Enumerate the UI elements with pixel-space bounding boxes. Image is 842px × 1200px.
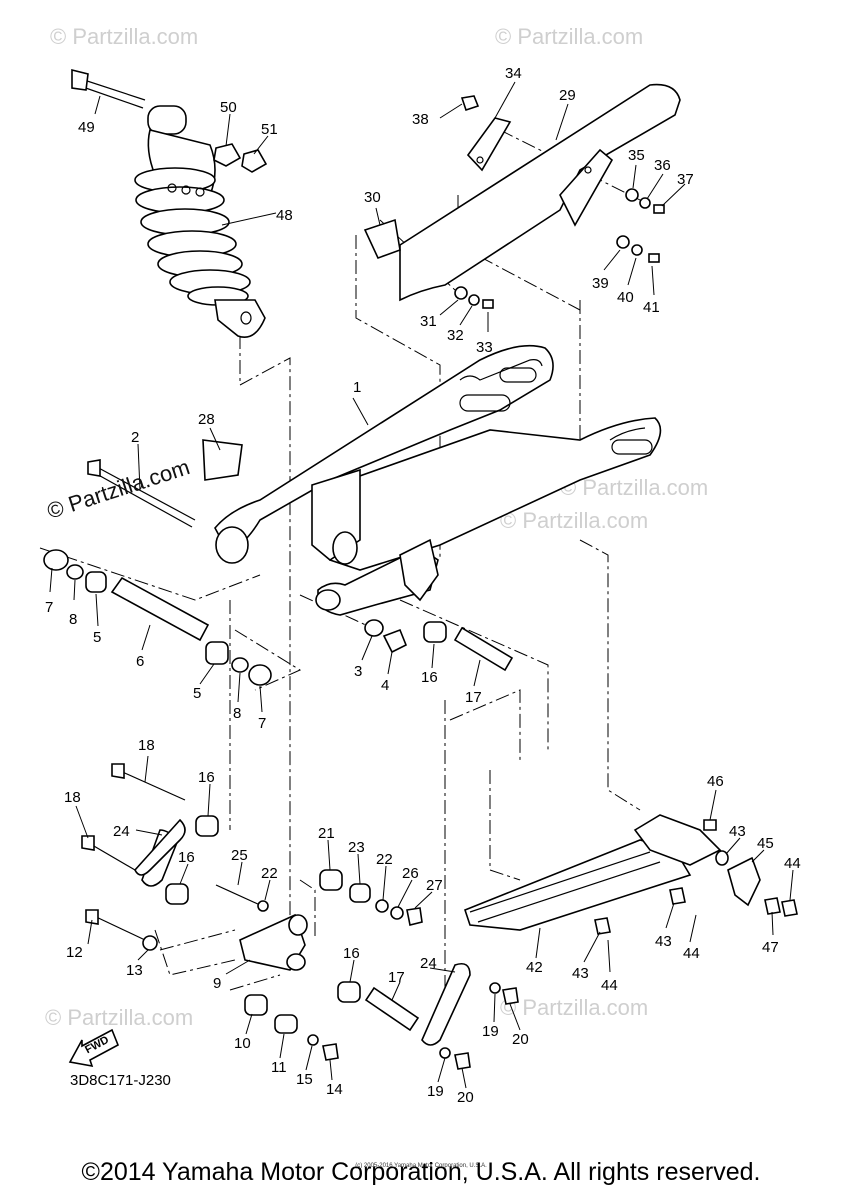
watermark-bottom-left: © Partzilla.com [45, 1005, 193, 1030]
callout-13: 13 [126, 962, 143, 979]
swingarm [214, 344, 662, 616]
callout-12: 12 [66, 944, 83, 961]
diagram-code: 3D8C171-J230 [70, 1072, 171, 1089]
callout-36: 36 [654, 157, 671, 174]
fwd-arrow: FWD [68, 1028, 120, 1068]
callout-18b: 18 [64, 789, 81, 806]
watermark-top-left: © Partzilla.com [50, 24, 198, 49]
callout-16d: 16 [343, 945, 360, 962]
callout-31: 31 [420, 313, 437, 330]
callout-37: 37 [677, 171, 694, 188]
chain-guard-hardware [454, 95, 665, 309]
callout-16b: 16 [198, 769, 215, 786]
callout-3: 3 [354, 663, 362, 680]
callout-2: 2 [131, 429, 139, 446]
callout-17a: 17 [465, 689, 482, 706]
callout-5a: 5 [93, 629, 101, 646]
callout-14: 14 [326, 1081, 343, 1098]
callout-44b: 44 [683, 945, 700, 962]
callout-25: 25 [231, 847, 248, 864]
assembly-lines [39, 129, 651, 1010]
callout-47: 47 [762, 939, 779, 956]
callout-45: 45 [757, 835, 774, 852]
callout-27: 27 [426, 877, 443, 894]
shock-bolt [77, 77, 146, 101]
callout-10: 10 [234, 1035, 251, 1052]
callout-34: 34 [505, 65, 522, 82]
callout-29: 29 [559, 87, 576, 104]
callout-46: 46 [707, 773, 724, 790]
callout-24b: 24 [420, 955, 437, 972]
watermark-middle: © Partzilla.com [500, 508, 648, 533]
callout-44c: 44 [601, 977, 618, 994]
callout-42: 42 [526, 959, 543, 976]
callout-11: 11 [271, 1059, 287, 1076]
plate-28 [202, 439, 243, 481]
watermark-top-right: © Partzilla.com [495, 24, 643, 49]
callout-15: 15 [296, 1071, 313, 1088]
callout-39: 39 [592, 275, 609, 292]
watermarks: © Partzilla.com © Partzilla.com © Partzi… [45, 24, 708, 1030]
callout-30: 30 [364, 189, 381, 206]
callout-1: 1 [353, 379, 361, 396]
callout-48: 48 [276, 207, 293, 224]
callout-22a: 22 [261, 865, 278, 882]
callout-50: 50 [220, 99, 237, 116]
callout-41: 41 [643, 299, 660, 316]
callout-35: 35 [628, 147, 645, 164]
chain-guard [363, 83, 681, 302]
callout-43a: 43 [729, 823, 746, 840]
callout-33: 33 [476, 339, 493, 356]
callout-17b: 17 [388, 969, 405, 986]
rear-shock-absorber [71, 68, 268, 338]
callout-28: 28 [198, 411, 215, 428]
fine-print: (c) 2005-2016 Yamaha Motor Corporation, … [355, 1163, 487, 1169]
callout-40: 40 [617, 289, 634, 306]
callout-23: 23 [348, 839, 365, 856]
callout-numbers: 1 2 3 4 5 5 6 7 7 8 8 9 10 11 12 13 14 1… [45, 65, 801, 1106]
copyright-notice: ©2014 Yamaha Motor Corporation, U.S.A. A… [81, 1158, 761, 1186]
callout-21: 21 [318, 825, 335, 842]
callout-19a: 19 [482, 1023, 499, 1040]
callout-43c: 43 [572, 965, 589, 982]
leader-lines [49, 81, 794, 1089]
callout-51: 51 [261, 121, 278, 138]
callout-19b: 19 [427, 1083, 444, 1100]
callout-32: 32 [447, 327, 464, 344]
callout-18a: 18 [138, 737, 155, 754]
callout-20b: 20 [457, 1089, 474, 1106]
callout-49: 49 [78, 119, 95, 136]
callout-6: 6 [136, 653, 144, 670]
pivot-parts [43, 439, 514, 686]
callout-16a: 16 [421, 669, 438, 686]
callout-9: 9 [213, 975, 221, 992]
callout-24a: 24 [113, 823, 130, 840]
callout-8b: 8 [233, 705, 241, 722]
callout-7a: 7 [45, 599, 53, 616]
callout-43b: 43 [655, 933, 672, 950]
callout-26: 26 [402, 865, 419, 882]
callout-38: 38 [412, 111, 429, 128]
callout-44a: 44 [784, 855, 801, 872]
callout-16c: 16 [178, 849, 195, 866]
linkage-parts [81, 763, 519, 1070]
callout-5b: 5 [193, 685, 201, 702]
lower-guards [464, 814, 798, 935]
callout-20a: 20 [512, 1031, 529, 1048]
callout-22b: 22 [376, 851, 393, 868]
callout-7b: 7 [258, 715, 266, 732]
callout-4: 4 [381, 677, 389, 694]
watermark-bottom-right: © Partzilla.com [500, 995, 648, 1020]
callout-8a: 8 [69, 611, 77, 628]
